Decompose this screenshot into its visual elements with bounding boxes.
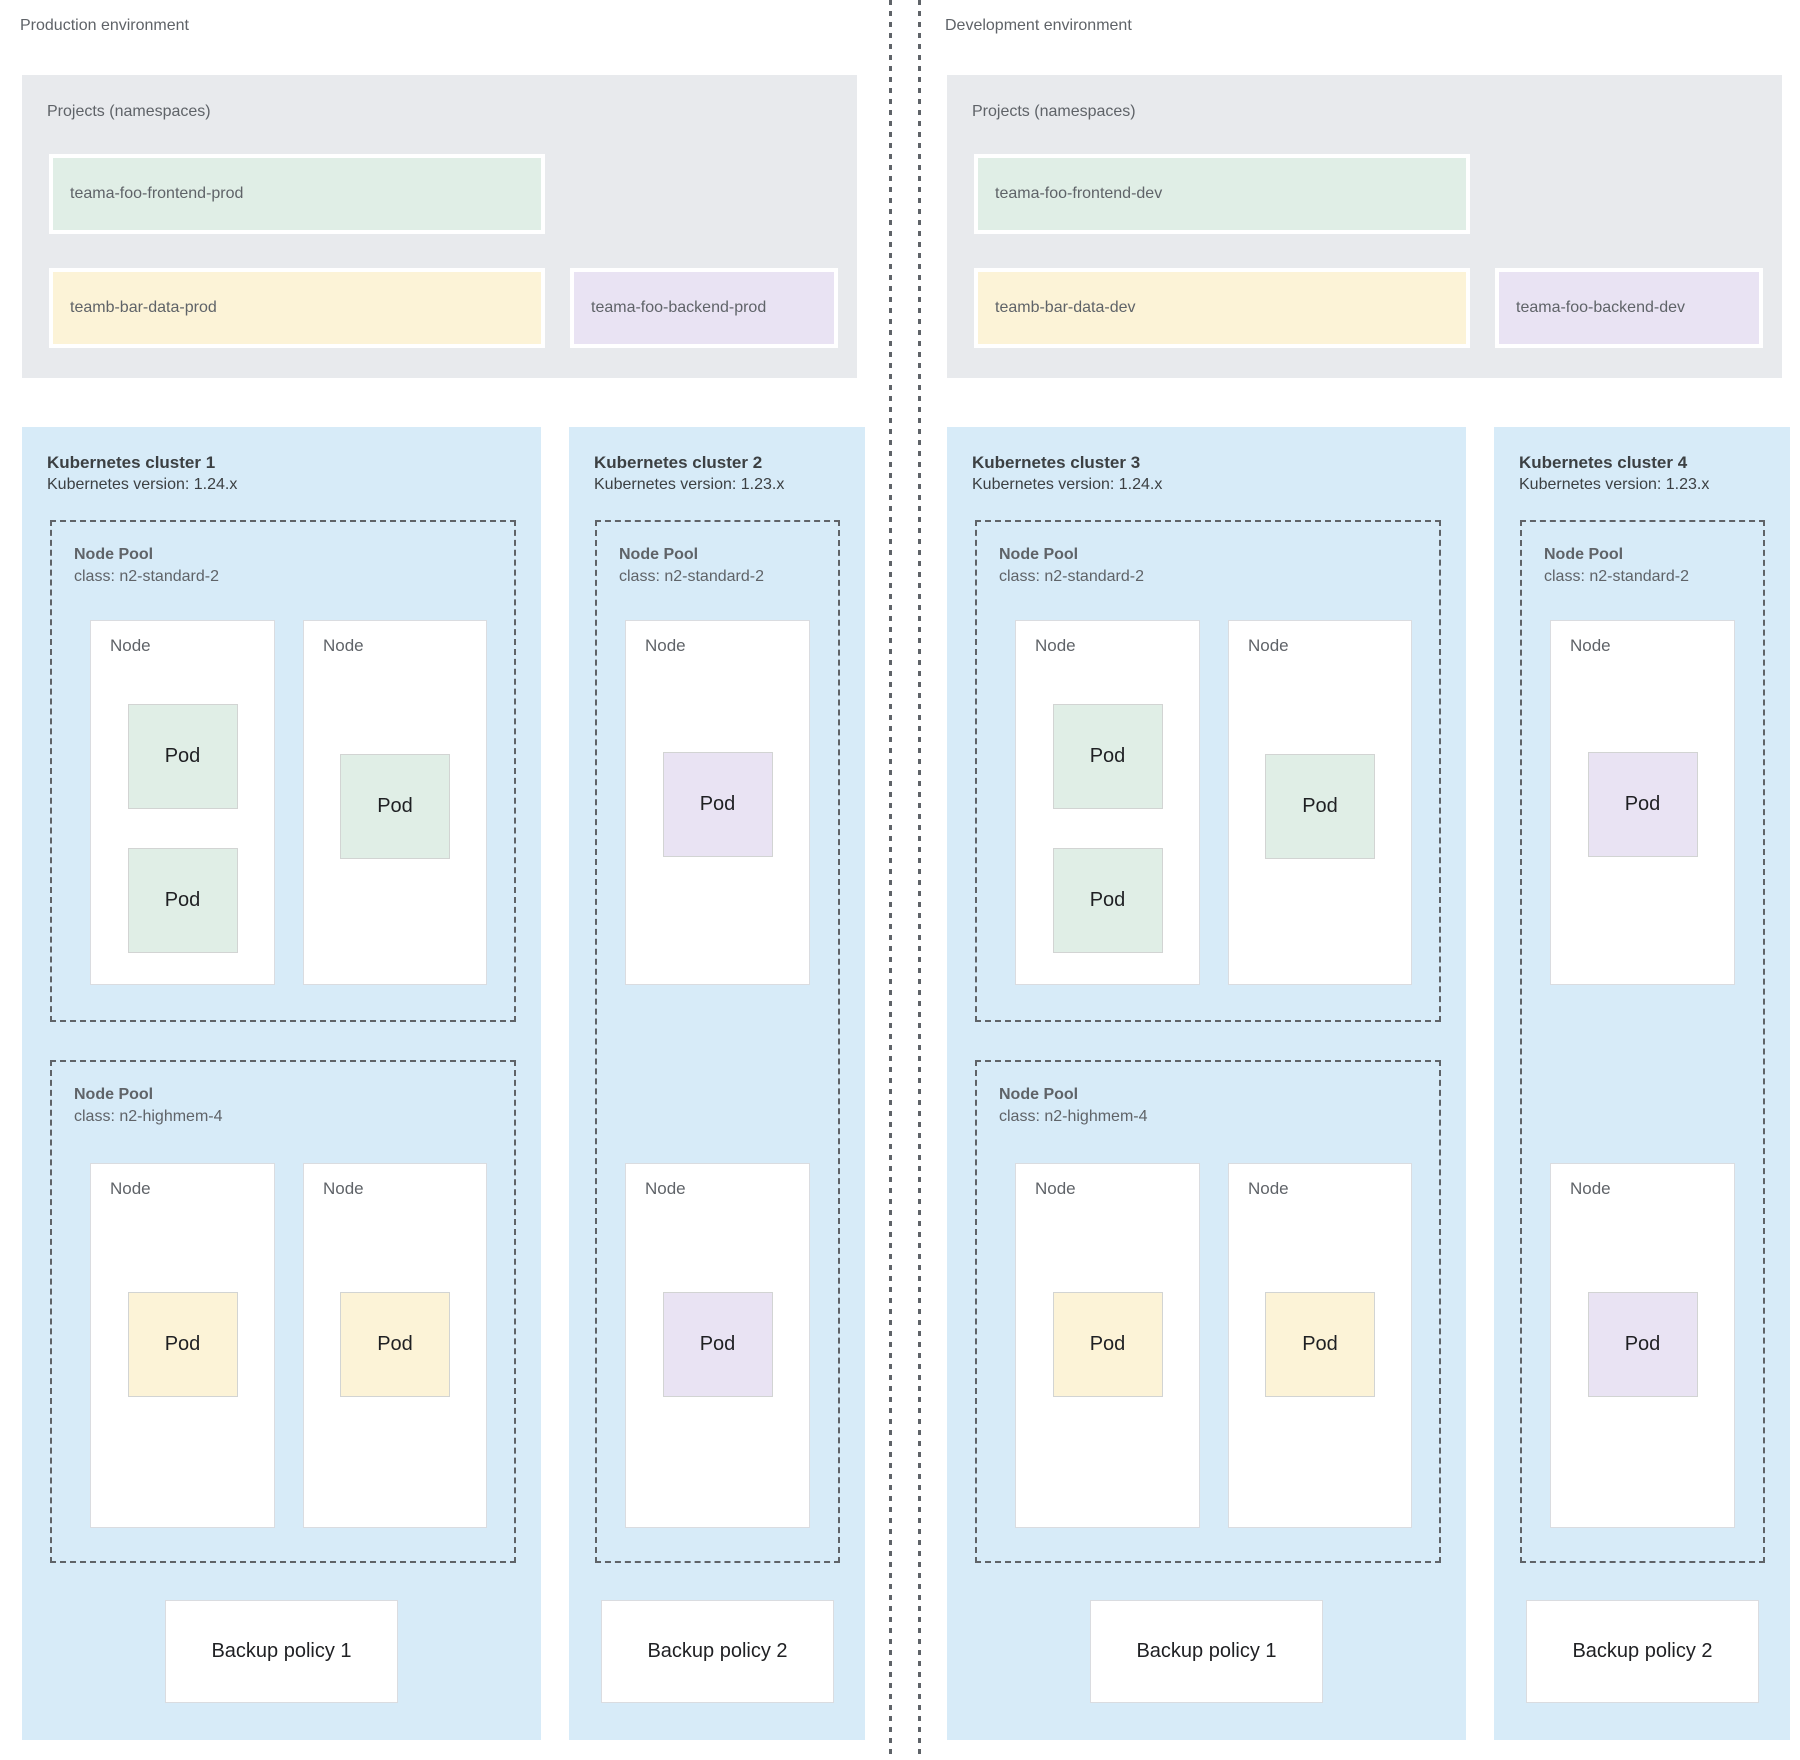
node-label: Node bbox=[1248, 636, 1289, 655]
node-pool-n2-highmem-4: Node Pool class: n2-highmem-4 Node Pod N… bbox=[975, 1060, 1441, 1563]
node-pool-n2-highmem-4: Node Pool class: n2-highmem-4 Node Pod N… bbox=[50, 1060, 516, 1563]
node-label: Node bbox=[1248, 1179, 1289, 1198]
pod: Pod bbox=[1265, 1292, 1375, 1397]
node-pool-n2-standard-2: Node Pool class: n2-standard-2 Node Pod … bbox=[595, 520, 840, 1563]
node-pool-n2-standard-2: Node Pool class: n2-standard-2 Node Pod … bbox=[975, 520, 1441, 1022]
cluster-version: Kubernetes version: 1.24.x bbox=[47, 476, 238, 493]
node: Node Pod bbox=[90, 1163, 275, 1528]
project-item-teama-foo-frontend-prod: teama-foo-frontend-prod bbox=[49, 154, 545, 234]
kubernetes-cluster-3-box: Kubernetes cluster 3 Kubernetes version:… bbox=[947, 427, 1466, 1740]
projects-namespaces-box-production: Projects (namespaces) teama-foo-frontend… bbox=[22, 75, 857, 378]
node-label: Node bbox=[323, 1179, 364, 1198]
node-pool-n2-standard-2: Node Pool class: n2-standard-2 Node Pod … bbox=[1520, 520, 1765, 1563]
pod: Pod bbox=[127, 848, 238, 953]
pod: Pod bbox=[340, 754, 450, 859]
node-pool-class: class: n2-standard-2 bbox=[1544, 568, 1689, 585]
pod: Pod bbox=[127, 704, 238, 809]
node: Node Pod Pod bbox=[1015, 620, 1200, 985]
kubernetes-cluster-1-box: Kubernetes cluster 1 Kubernetes version:… bbox=[22, 427, 541, 1740]
project-label: teamb-bar-data-dev bbox=[995, 299, 1136, 316]
pod: Pod bbox=[1587, 752, 1698, 857]
project-item-teama-foo-backend-prod: teama-foo-backend-prod bbox=[570, 268, 838, 348]
node: Node Pod bbox=[303, 1163, 487, 1528]
node-label: Node bbox=[645, 1179, 686, 1198]
node-label: Node bbox=[1570, 1179, 1611, 1198]
pod: Pod bbox=[662, 752, 773, 857]
pod: Pod bbox=[1052, 848, 1163, 953]
node: Node Pod bbox=[625, 620, 810, 985]
backup-policy-2: Backup policy 2 bbox=[1526, 1600, 1759, 1703]
kubernetes-cluster-2-box: Kubernetes cluster 2 Kubernetes version:… bbox=[569, 427, 865, 1740]
project-label: teama-foo-frontend-prod bbox=[70, 185, 244, 202]
pod: Pod bbox=[127, 1292, 238, 1397]
pod: Pod bbox=[340, 1292, 450, 1397]
pod: Pod bbox=[1052, 1292, 1163, 1397]
pod: Pod bbox=[1052, 704, 1163, 809]
node-pool-title: Node Pool bbox=[619, 546, 699, 563]
node-pool-n2-standard-2: Node Pool class: n2-standard-2 Node Pod … bbox=[50, 520, 516, 1022]
cluster-title: Kubernetes cluster 1 bbox=[47, 453, 216, 472]
project-label: teamb-bar-data-prod bbox=[70, 299, 217, 316]
project-item-teamb-bar-data-prod: teamb-bar-data-prod bbox=[49, 268, 545, 348]
node-pool-title: Node Pool bbox=[74, 546, 154, 563]
node-pool-class: class: n2-standard-2 bbox=[74, 568, 219, 585]
projects-namespaces-box-development: Projects (namespaces) teama-foo-frontend… bbox=[947, 75, 1782, 378]
node-label: Node bbox=[1035, 636, 1076, 655]
project-label: teama-foo-backend-prod bbox=[591, 299, 767, 316]
projects-title: Projects (namespaces) bbox=[972, 103, 1136, 120]
cluster-version: Kubernetes version: 1.23.x bbox=[594, 476, 785, 493]
backup-policy-1: Backup policy 1 bbox=[1090, 1600, 1323, 1703]
node-label: Node bbox=[110, 636, 151, 655]
environment-divider-line bbox=[889, 0, 892, 1760]
node-pool-class: class: n2-highmem-4 bbox=[999, 1108, 1148, 1125]
node-label: Node bbox=[645, 636, 686, 655]
project-item-teamb-bar-data-dev: teamb-bar-data-dev bbox=[974, 268, 1470, 348]
node: Node Pod bbox=[1550, 620, 1735, 985]
node-pool-title: Node Pool bbox=[74, 1086, 154, 1103]
pod: Pod bbox=[662, 1292, 773, 1397]
node-pool-class: class: n2-standard-2 bbox=[619, 568, 764, 585]
project-label: teama-foo-backend-dev bbox=[1516, 299, 1685, 316]
cluster-title: Kubernetes cluster 3 bbox=[972, 453, 1141, 472]
node-pool-title: Node Pool bbox=[999, 546, 1079, 563]
node-pool-title: Node Pool bbox=[1544, 546, 1624, 563]
node-pool-title: Node Pool bbox=[999, 1086, 1079, 1103]
backup-policy-1: Backup policy 1 bbox=[165, 1600, 398, 1703]
pod: Pod bbox=[1265, 754, 1375, 859]
node: Node Pod bbox=[1550, 1163, 1735, 1528]
node: Node Pod bbox=[303, 620, 487, 985]
project-item-teama-foo-frontend-dev: teama-foo-frontend-dev bbox=[974, 154, 1470, 234]
node-label: Node bbox=[1570, 636, 1611, 655]
cluster-title: Kubernetes cluster 2 bbox=[594, 453, 763, 472]
node: Node Pod bbox=[1228, 1163, 1412, 1528]
cluster-version: Kubernetes version: 1.23.x bbox=[1519, 476, 1710, 493]
kubernetes-cluster-4-box: Kubernetes cluster 4 Kubernetes version:… bbox=[1494, 427, 1790, 1740]
production-environment-label: Production environment bbox=[20, 17, 189, 34]
node: Node Pod bbox=[625, 1163, 810, 1528]
backup-policy-2: Backup policy 2 bbox=[601, 1600, 834, 1703]
cluster-title: Kubernetes cluster 4 bbox=[1519, 453, 1688, 472]
node-pool-class: class: n2-standard-2 bbox=[999, 568, 1144, 585]
development-environment-label: Development environment bbox=[945, 17, 1132, 34]
cluster-version: Kubernetes version: 1.24.x bbox=[972, 476, 1163, 493]
pod: Pod bbox=[1587, 1292, 1698, 1397]
node-pool-class: class: n2-highmem-4 bbox=[74, 1108, 223, 1125]
environment-divider-line bbox=[918, 0, 921, 1760]
project-label: teama-foo-frontend-dev bbox=[995, 185, 1163, 202]
node-label: Node bbox=[323, 636, 364, 655]
node: Node Pod bbox=[1228, 620, 1412, 985]
project-item-teama-foo-backend-dev: teama-foo-backend-dev bbox=[1495, 268, 1763, 348]
node: Node Pod Pod bbox=[90, 620, 275, 985]
node-label: Node bbox=[110, 1179, 151, 1198]
node-label: Node bbox=[1035, 1179, 1076, 1198]
node: Node Pod bbox=[1015, 1163, 1200, 1528]
projects-title: Projects (namespaces) bbox=[47, 103, 211, 120]
